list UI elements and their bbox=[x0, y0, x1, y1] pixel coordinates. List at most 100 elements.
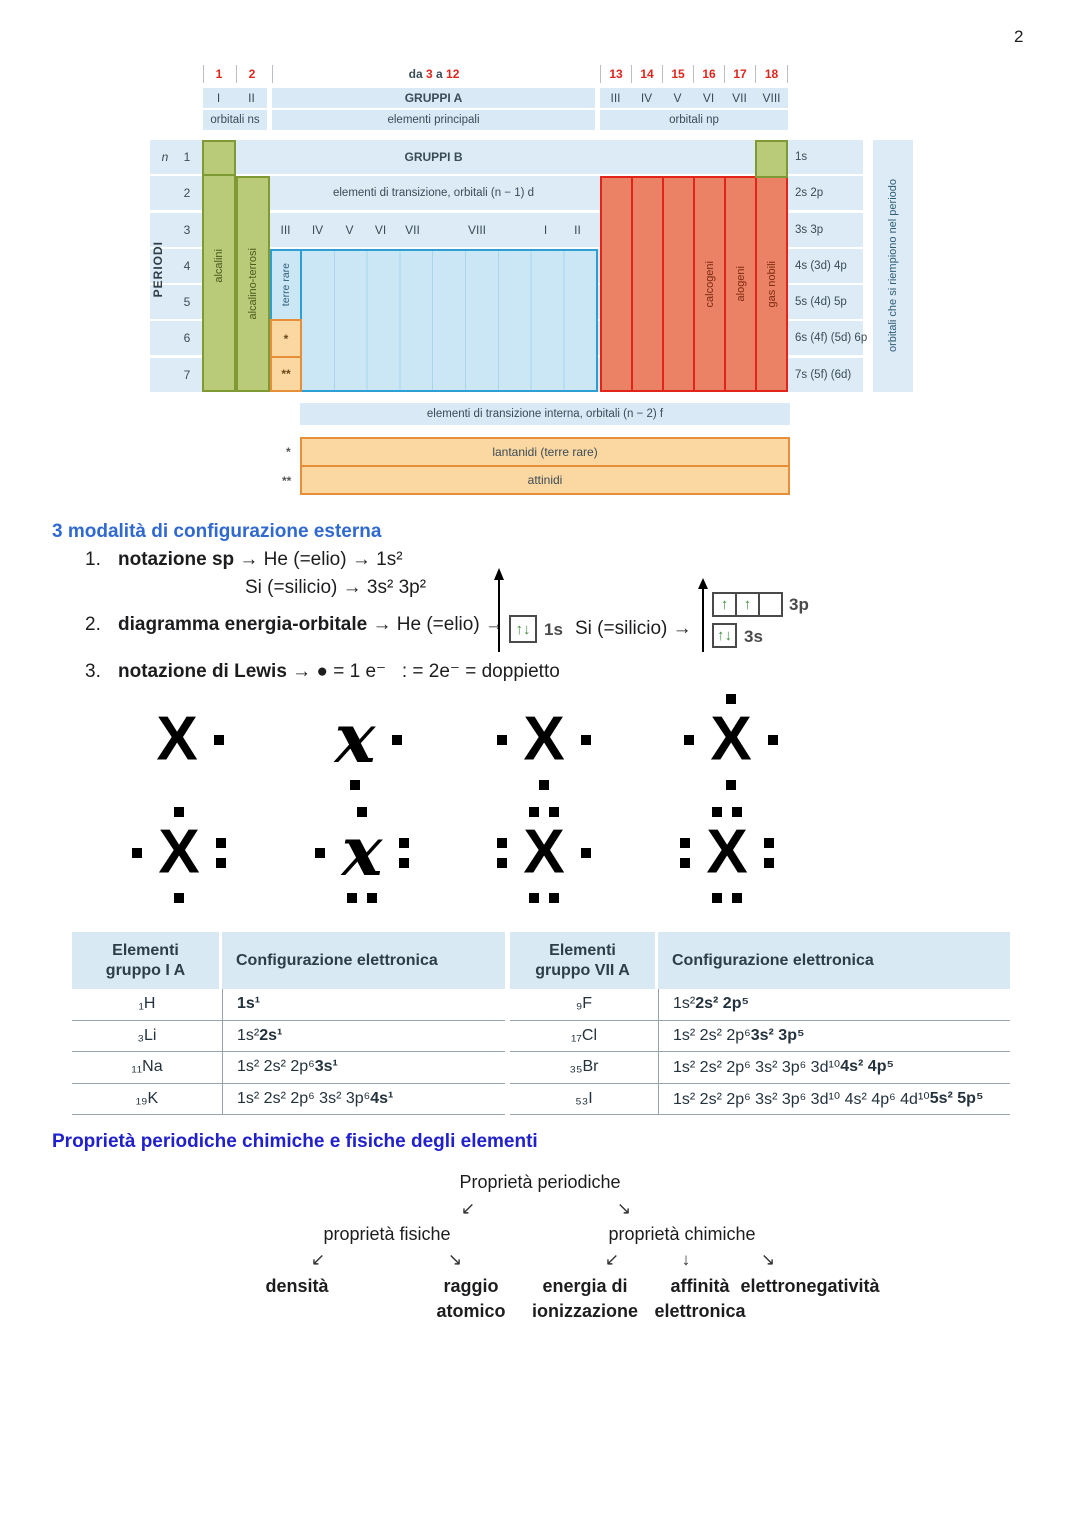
electron-configuration: 1s² 2s² 2p⁶ 3s¹ bbox=[222, 1052, 505, 1083]
electron-dot bbox=[367, 893, 377, 903]
element-symbol: ₁₁Na bbox=[131, 1058, 163, 1076]
element-symbol: ₁₉K bbox=[135, 1089, 159, 1107]
period-number-2: 2 bbox=[183, 186, 191, 200]
lewis-x-symbol: X bbox=[158, 817, 200, 887]
electron-dot bbox=[726, 780, 736, 790]
electron-configuration: 1s² 2s² 2p⁶ 3s² 3p⁵ bbox=[658, 1020, 1010, 1051]
lanthanide-star: * bbox=[286, 445, 291, 459]
electron-dot bbox=[392, 735, 402, 745]
electron-dot bbox=[347, 893, 357, 903]
section-heading-proprieta: Proprietà periodiche chimiche e fisiche … bbox=[52, 1131, 538, 1152]
b-group-VI: VI bbox=[374, 223, 387, 237]
arrow-sw-icon: ↙ bbox=[310, 1250, 326, 1269]
tree-leaf-affinita-elettronica: affinità elettronica bbox=[654, 1274, 745, 1324]
list-item-1-line2: Si (=silicio) → 3s² 3p² bbox=[245, 577, 427, 598]
group-ia-table-header: Elementi gruppo I A Configurazione elett… bbox=[72, 932, 505, 989]
electron-dot bbox=[529, 893, 539, 903]
page-number: 2 bbox=[1014, 27, 1024, 46]
electron-dot bbox=[581, 848, 591, 858]
electron-dot bbox=[350, 780, 360, 790]
lewis-x-symbol: X bbox=[156, 704, 198, 774]
orbitali-ns-label: orbitali ns bbox=[210, 114, 260, 126]
p-block-col-13 bbox=[602, 178, 633, 390]
table-row: ₃₅Br 1s² 2s² 2p⁶ 3s² 3p⁶ 3d¹⁰ 4s² 4p⁵ bbox=[510, 1052, 1010, 1084]
electron-dot bbox=[732, 893, 742, 903]
orbital-header-left-band bbox=[203, 110, 267, 130]
orbital-fill-6: 6s (4f) (5d) 6p bbox=[795, 332, 868, 344]
b-group-VIII: VIII bbox=[467, 223, 486, 237]
col-number-16: 16 bbox=[693, 65, 724, 83]
electron-dot bbox=[315, 848, 325, 858]
electron-dot bbox=[764, 858, 774, 868]
tree-branch-chimiche: proprietà chimiche bbox=[608, 1224, 756, 1244]
orbital-box-si-3p-2: ↑ bbox=[735, 592, 760, 617]
group-label-VII: VII bbox=[732, 91, 747, 105]
col-number-1: 1 bbox=[203, 65, 234, 83]
group-label-V: V bbox=[673, 91, 682, 105]
hydrogen-cell-divider bbox=[204, 174, 234, 176]
group-label-III: III bbox=[610, 91, 621, 105]
table-row: ₁H 1s¹ bbox=[72, 989, 505, 1021]
orbitali-np-label: orbitali np bbox=[669, 114, 719, 126]
p-block-col-14 bbox=[633, 178, 664, 390]
item3-term: notazione di Lewis bbox=[118, 661, 287, 682]
lanthanide-marker-cell: * bbox=[270, 319, 302, 358]
n-axis-label: n bbox=[161, 150, 169, 164]
electron-dot bbox=[549, 893, 559, 903]
transition-block bbox=[300, 249, 598, 392]
group-ia-header-config: Configurazione elettronica bbox=[222, 932, 505, 989]
electron-dot bbox=[539, 780, 549, 790]
gruppi-a-label: GRUPPI A bbox=[404, 91, 463, 105]
electron-dot bbox=[357, 807, 367, 817]
group-header-center-band bbox=[272, 88, 595, 108]
alcalini-label: alcalini bbox=[213, 249, 225, 283]
leaf-line-2: elettronica bbox=[654, 1301, 746, 1321]
b-group-I: I bbox=[543, 223, 548, 237]
electron-configuration: 1s² 2s² 2p⁶ 3s² 3p⁶ 4s¹ bbox=[222, 1083, 505, 1114]
orbital-box-si-3p-1: ↑ bbox=[712, 592, 737, 617]
electron-dot bbox=[726, 694, 736, 704]
actinide-star: ** bbox=[282, 474, 292, 488]
element-symbol: ₃Li bbox=[137, 1026, 157, 1044]
config-valence: 1s¹ bbox=[237, 995, 261, 1013]
col-number-13: 13 bbox=[600, 65, 631, 83]
config-valence: 3s² 3p⁵ bbox=[750, 1026, 805, 1044]
b-group-V: V bbox=[345, 223, 354, 237]
elementi-principali-label: elementi principali bbox=[387, 114, 480, 126]
element-symbol: ₁H bbox=[138, 995, 156, 1013]
list-item-3: 3.notazione di Lewis → ● = 1 e⁻ : = 2e⁻ … bbox=[85, 660, 560, 683]
leaf-line-1: affinità bbox=[670, 1276, 730, 1296]
periodi-axis-label: PERIODI bbox=[150, 213, 166, 325]
col-number-18: 18 bbox=[755, 65, 788, 83]
mid-text-da: da bbox=[408, 67, 423, 81]
alcalino-terrosi-label: alcalino-terrosi bbox=[247, 248, 259, 320]
arrow-sw-icon: ↙ bbox=[460, 1199, 476, 1218]
electron-dot bbox=[529, 807, 539, 817]
config-core: 1s² 2s² 2p⁶ bbox=[673, 1026, 751, 1044]
b-group-II: II bbox=[574, 223, 581, 237]
config-valence: 4s¹ bbox=[370, 1089, 394, 1107]
lewis-x-symbol: x bbox=[341, 811, 383, 892]
mid-num-3: 3 bbox=[425, 67, 433, 81]
orbital-fill-7: 7s (5f) (6d) bbox=[795, 369, 852, 381]
group-ia-header-elements: Elementi gruppo I A bbox=[72, 932, 222, 989]
period-band-1 bbox=[150, 140, 863, 174]
period-number-5: 5 bbox=[183, 295, 191, 309]
header-line-2: gruppo I A bbox=[105, 961, 186, 979]
electron-dot bbox=[497, 735, 507, 745]
lewis-x-symbol: X bbox=[706, 817, 748, 887]
item1-text: → He (=elio) → 1s² bbox=[234, 549, 403, 570]
b-group-VII: VII bbox=[405, 223, 420, 237]
orbital-fill-5: 5s (4d) 5p bbox=[795, 296, 847, 308]
electron-dot bbox=[549, 807, 559, 817]
group-header-right-band bbox=[600, 88, 788, 108]
config-valence: 5s² 5p⁵ bbox=[929, 1089, 984, 1107]
energy-axis-arrow-he bbox=[494, 568, 504, 652]
period-number-7: 7 bbox=[183, 368, 191, 382]
item2-text: → He (=elio) → bbox=[367, 614, 504, 635]
col-number-mid: da 3 a 12 bbox=[272, 65, 595, 83]
lewis-diagram-6-electrons: x bbox=[307, 800, 417, 910]
orbital-box-he-1s: ↑↓ bbox=[509, 615, 537, 643]
